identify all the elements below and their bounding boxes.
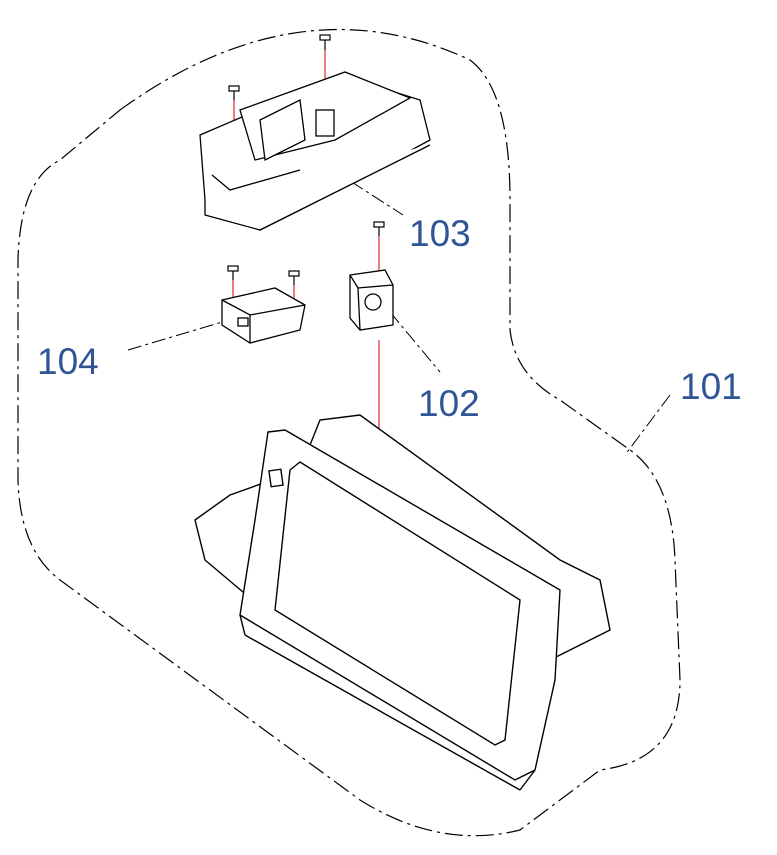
leader-lines xyxy=(127,167,671,456)
leader-104 xyxy=(127,321,223,351)
part-103-housing xyxy=(199,71,431,231)
screws xyxy=(227,34,385,285)
callout-104: 104 xyxy=(37,341,99,382)
callout-103: 103 xyxy=(409,213,471,254)
part-104-board xyxy=(221,287,306,344)
screw-icon xyxy=(228,85,240,100)
part-102-module xyxy=(349,269,394,331)
assembly-boundary xyxy=(17,29,681,837)
screw-icon xyxy=(373,221,385,236)
leader-101 xyxy=(624,394,671,456)
display-screen xyxy=(274,461,521,746)
screw-icon xyxy=(227,265,239,280)
screw-icon xyxy=(288,270,300,285)
callout-102: 102 xyxy=(418,383,480,424)
part-101-panel xyxy=(194,414,611,791)
screw-icon xyxy=(319,34,331,50)
callout-101: 101 xyxy=(680,366,742,407)
leader-102 xyxy=(389,311,441,373)
leader-103 xyxy=(329,167,404,216)
